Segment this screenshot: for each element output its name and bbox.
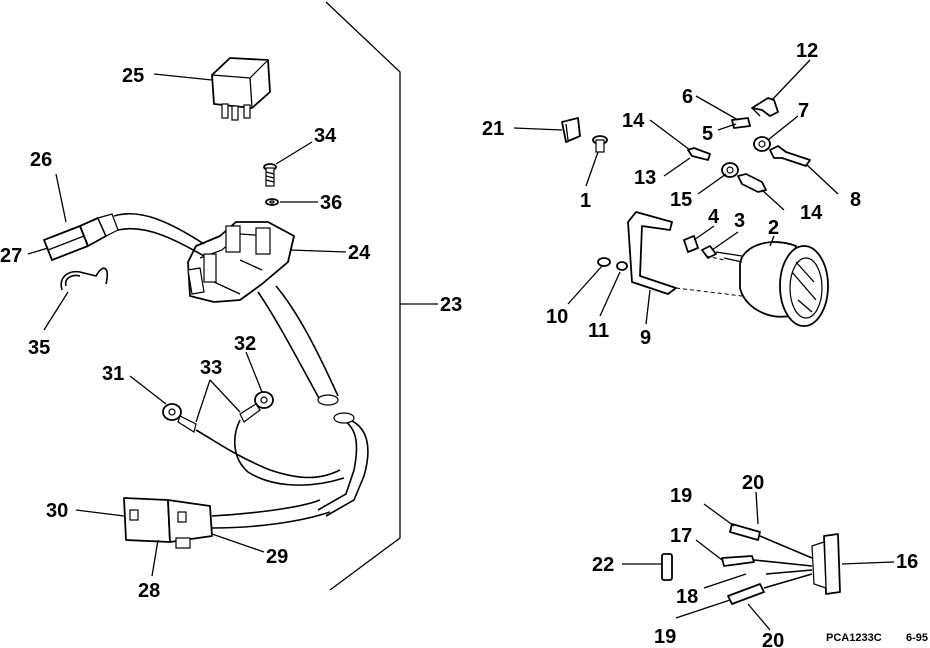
- clip-part-21: [561, 117, 581, 143]
- washer-part-10: [597, 257, 611, 267]
- callout-24: 24: [348, 242, 371, 264]
- callout-18: 18: [676, 586, 698, 608]
- leader-lines: [27, 59, 895, 631]
- terminal-part-14: [737, 173, 767, 193]
- callout-14-bottom: 14: [800, 202, 823, 224]
- callout-20-top: 20: [742, 472, 764, 494]
- callout-28: 28: [138, 580, 160, 602]
- washer-part-36: [265, 198, 279, 206]
- lead-wires-33: [195, 419, 345, 486]
- clip-part-35: [60, 267, 109, 291]
- connector-part-30: [123, 497, 213, 549]
- terminal-part-19-upper: [729, 523, 761, 541]
- figure-reference-date: 6-95: [906, 632, 928, 644]
- callout-15: 15: [670, 189, 692, 211]
- callout-2: 2: [768, 217, 779, 239]
- callout-20-bottom: 20: [762, 630, 784, 648]
- callout-13: 13: [634, 167, 656, 189]
- callout-31: 31: [102, 363, 124, 385]
- bracket-part-12: [751, 97, 779, 117]
- figure-reference-code: PCA1233C: [826, 632, 882, 644]
- connector-part-27: [43, 213, 119, 261]
- callout-35: 35: [28, 337, 50, 359]
- callout-29: 29: [266, 546, 288, 568]
- solenoid-block-part-24: [187, 221, 295, 303]
- callout-30: 30: [46, 500, 68, 522]
- washer-part-6: [731, 117, 751, 129]
- callout-32: 32: [234, 333, 256, 355]
- main-harness-cable: [257, 285, 369, 517]
- harness-group-bracket: [325, 1, 438, 591]
- ring-terminal-31: [162, 403, 197, 433]
- callout-34: 34: [314, 125, 337, 147]
- screw-part-3: [701, 245, 717, 259]
- harness-wire-left: [113, 212, 205, 257]
- callout-27: 27: [0, 245, 22, 267]
- nut-part-7: [753, 136, 771, 152]
- bracket-part-9: [627, 211, 677, 295]
- callout-26: 26: [30, 149, 52, 171]
- callout-33: 33: [200, 357, 222, 379]
- callout-9: 9: [640, 327, 651, 349]
- callout-5: 5: [702, 123, 713, 145]
- callout-21: 21: [482, 118, 504, 140]
- callout-14-top: 14: [622, 110, 645, 132]
- washer-part-11: [616, 261, 628, 271]
- terminal-part-8: [769, 145, 811, 167]
- ring-terminal-32: [239, 391, 274, 423]
- relay-part-25: [211, 57, 271, 121]
- callout-4: 4: [708, 206, 720, 228]
- callout-1: 1: [580, 190, 591, 212]
- assembly-line-nut: [705, 255, 725, 261]
- callout-3: 3: [734, 210, 745, 232]
- plug-part-22: [661, 553, 673, 581]
- callout-8: 8: [850, 189, 861, 211]
- nut-part-15: [721, 162, 739, 178]
- callout-36: 36: [320, 192, 342, 214]
- callout-19-bottom: 19: [654, 626, 676, 648]
- harness-wires-16: [753, 535, 813, 589]
- callout-22: 22: [592, 554, 614, 576]
- screw-part-34: [263, 163, 277, 187]
- assembly-line-gauge: [675, 287, 743, 297]
- callout-11: 11: [588, 320, 609, 342]
- callout-6: 6: [682, 86, 693, 108]
- callout-12: 12: [796, 40, 818, 62]
- connector-part-16: [811, 533, 841, 595]
- callout-7: 7: [798, 100, 809, 122]
- terminal-part-13: [687, 147, 711, 161]
- terminal-part-17: [721, 555, 755, 567]
- callout-16: 16: [896, 551, 918, 573]
- harness-wire-to-30: [211, 499, 331, 529]
- callout-23: 23: [440, 294, 462, 316]
- callout-19-top: 19: [670, 485, 692, 507]
- callout-25: 25: [122, 65, 144, 87]
- callout-10: 10: [546, 306, 568, 328]
- screw-part-1: [592, 135, 608, 153]
- callout-17: 17: [670, 525, 692, 547]
- terminal-part-19-lower: [727, 583, 765, 605]
- gauge-part-2: [715, 241, 829, 327]
